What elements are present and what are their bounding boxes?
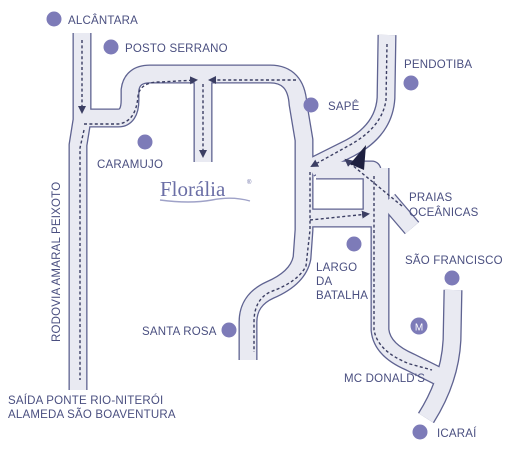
icarai-marker-icon: [412, 424, 428, 440]
caramujo-marker-icon: [137, 134, 153, 150]
label-posto-serrano: POSTO SERRANO: [125, 43, 228, 55]
route-lines: [78, 40, 433, 380]
route-rodovia-segment: [79, 129, 85, 380]
brand-swoosh-icon: [159, 197, 251, 203]
alcantara-marker-icon: [46, 11, 62, 27]
label-rodovia: RODOVIA AMARAL PEIXOTO: [51, 182, 63, 342]
sape-marker-icon: [303, 97, 319, 113]
label-sao-francisco: SÃO FRANCISCO: [405, 254, 503, 267]
label-sape: SAPÊ: [328, 100, 360, 113]
route-praias-segment: [344, 158, 403, 207]
route-santarosa-segment: [253, 172, 311, 352]
route-icarai-segment: [373, 176, 433, 371]
label-mc-donalds: MC DONALD'S: [344, 373, 425, 385]
largo-da-batalha-marker-icon: [346, 236, 362, 252]
label-santa-rosa: SANTA ROSA: [142, 326, 217, 338]
posto-serrano-marker-icon: [103, 39, 119, 55]
footer-line1: SAÍDA PONTE RIO-NITERÓI: [8, 394, 163, 407]
label-praias-line1: PRAIAS: [409, 192, 453, 204]
place-labels: ALCÂNTARA POSTO SERRANO PENDOTIBA SAPÊ C…: [8, 14, 503, 440]
direction-arrow-icon: [350, 145, 366, 170]
pendotiba-marker-icon: [403, 75, 419, 91]
mc-donalds-badge: M: [415, 323, 423, 334]
label-largo-line1: LARGO: [316, 262, 357, 274]
road-network: [68, 33, 463, 424]
santa-rosa-marker-icon: [221, 322, 237, 338]
mc-donalds-marker-icon: [410, 317, 428, 335]
brand-name: Florália: [160, 177, 226, 201]
label-praias-line2: OCEÂNICAS: [409, 206, 479, 219]
label-alcantara: ALCÂNTARA: [68, 14, 138, 27]
label-pendotiba: PENDOTIBA: [404, 59, 472, 71]
route-posto-segment: [84, 76, 198, 125]
label-largo-line3: BATALHA: [316, 290, 368, 302]
label-icarai: ICARAÍ: [437, 427, 477, 440]
footer-line2: ALAMEDA SÃO BOAVENTURA: [8, 408, 176, 421]
sao-francisco-marker-icon: [444, 270, 460, 286]
route-batalha-segment: [309, 210, 370, 221]
brand-logo: Florália ®: [159, 177, 252, 203]
label-largo-line2: DA: [316, 276, 333, 288]
place-markers: [46, 11, 460, 440]
brand-registered-mark: ®: [247, 179, 252, 186]
label-caramujo: CARAMUJO: [97, 159, 163, 171]
